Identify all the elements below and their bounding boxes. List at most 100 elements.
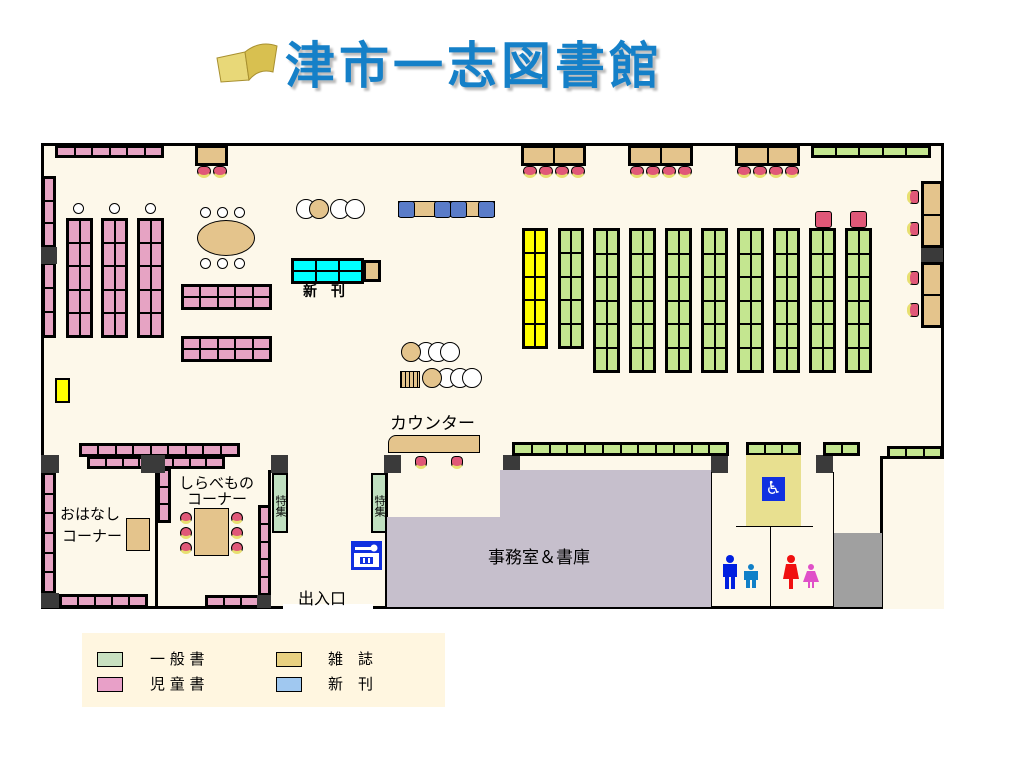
shelf-section	[139, 220, 151, 244]
shelf-section	[775, 347, 787, 371]
shelf-section	[206, 458, 223, 467]
shelf-section	[183, 349, 201, 360]
bench-seat	[478, 201, 495, 218]
shelf-section	[524, 300, 535, 324]
shelf-section	[822, 253, 834, 277]
pillar	[384, 455, 401, 473]
magazine-rack-2	[921, 262, 943, 328]
chair	[231, 527, 243, 539]
shelf-section	[89, 458, 106, 467]
shelf-section	[811, 300, 823, 324]
story-corner-shelf-bottom	[59, 594, 148, 608]
stool	[217, 207, 228, 218]
shelf-section	[78, 596, 95, 606]
chair	[737, 166, 751, 178]
new-books-shelf	[291, 258, 364, 284]
special-label-right: 特集	[373, 495, 386, 517]
shelf-section	[339, 271, 362, 282]
shelf-section	[673, 444, 692, 454]
shelf-section	[822, 347, 834, 371]
shelf-section	[44, 223, 54, 246]
general-stack-8	[809, 228, 836, 373]
shelf-section	[95, 596, 112, 606]
storage-room	[834, 533, 882, 607]
shelf-section	[316, 260, 339, 271]
chair	[769, 166, 783, 178]
shelf-section	[252, 297, 270, 308]
shelf-section	[235, 338, 253, 349]
shelf-section	[714, 253, 726, 277]
research-corner-label-1: しらべもの	[179, 474, 255, 492]
round-seat	[422, 368, 442, 388]
shelf-section	[535, 253, 546, 277]
shelf-section	[44, 312, 54, 336]
shelf-section	[786, 277, 798, 301]
pillar	[41, 593, 59, 608]
shelf-section	[139, 243, 151, 267]
restroom-wall-left	[711, 472, 712, 607]
shelf-section	[822, 300, 834, 324]
shelf-section	[882, 147, 906, 156]
shelf-section	[44, 513, 54, 533]
shelf-section	[200, 338, 218, 349]
shelf-section	[293, 260, 316, 271]
round-seat	[462, 368, 482, 388]
shelf-section	[775, 277, 787, 301]
general-stack-5	[701, 228, 728, 373]
stool	[73, 203, 84, 214]
shelf-section	[531, 444, 550, 454]
chair	[451, 456, 463, 469]
shelf-section	[595, 324, 607, 348]
chair	[646, 166, 660, 178]
shelf-section	[68, 312, 80, 336]
shelf-section	[606, 300, 618, 324]
shelf-section	[642, 277, 654, 301]
shelf-section	[847, 324, 859, 348]
shelf-section	[767, 147, 798, 164]
shelf-section	[620, 444, 639, 454]
shelf-section	[150, 445, 169, 455]
shelf-section	[112, 596, 129, 606]
shelf-section	[200, 349, 218, 360]
shelf-section	[183, 338, 201, 349]
shelf-section	[260, 541, 269, 560]
bench-seat	[398, 201, 415, 218]
shelf-section	[79, 289, 91, 313]
shelf-section	[44, 572, 54, 592]
shelf-section	[189, 458, 207, 467]
shelf-section	[750, 277, 762, 301]
pillar	[503, 455, 520, 473]
shelf-section	[905, 147, 929, 156]
children-stack-1	[66, 218, 93, 338]
entrance-label[interactable]: 出入口	[298, 589, 347, 608]
special-shelf-right: 特集	[371, 473, 387, 533]
shelf-section	[703, 324, 715, 348]
shelf-section	[786, 347, 798, 371]
shelf-section	[642, 253, 654, 277]
shelf-section	[678, 347, 690, 371]
chair	[678, 166, 692, 178]
display-rack	[400, 371, 420, 388]
legend-label-children: 児 童 書	[150, 675, 205, 693]
shelf-section	[524, 323, 535, 347]
children-shelf-wall-1	[42, 176, 56, 248]
shelf-section	[217, 338, 236, 349]
shelf-section	[44, 178, 54, 201]
chair	[180, 512, 192, 524]
shelf-section	[847, 230, 859, 254]
new-books-side-table	[363, 260, 381, 282]
shelf-section	[714, 324, 726, 348]
shelf-section	[750, 230, 762, 254]
shelf-section	[98, 445, 116, 455]
wall-office-left	[385, 470, 388, 608]
shelf-section	[737, 147, 768, 164]
shelf-section	[74, 147, 92, 156]
chair	[907, 222, 919, 236]
shelf-section	[858, 300, 870, 324]
shelf-section	[150, 289, 162, 313]
shelf-section	[109, 147, 127, 156]
counter-desk	[388, 435, 480, 453]
reference-shelf-small	[55, 378, 70, 403]
legend-swatch-general	[97, 652, 123, 667]
shelf-section	[235, 349, 253, 360]
